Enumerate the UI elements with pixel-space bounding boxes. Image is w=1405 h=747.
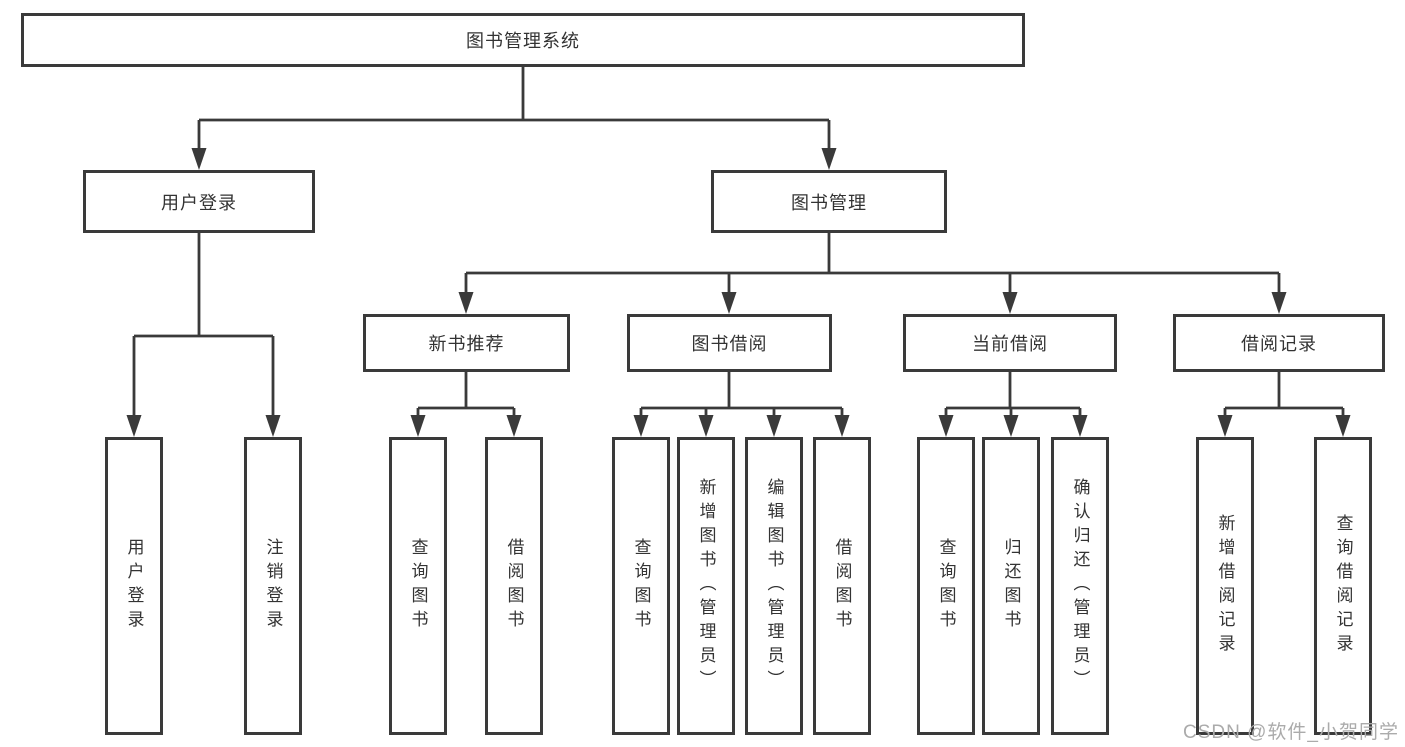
node-new-book-recommendation: 新书推荐: [363, 314, 570, 372]
leaf-search-books: 查询图书: [612, 437, 670, 735]
node-borrowing-records: 借阅记录: [1173, 314, 1385, 372]
leaf-user-login: 用户登录: [105, 437, 163, 735]
node-label: 借阅记录: [1241, 334, 1317, 354]
node-user-login: 用户登录: [83, 170, 315, 233]
leaf-label: 借阅图书: [504, 538, 524, 634]
node-library-management-system: 图书管理系统: [21, 13, 1025, 67]
node-current-borrowing: 当前借阅: [903, 314, 1117, 372]
node-book-management: 图书管理: [711, 170, 947, 233]
node-label: 图书管理系统: [466, 31, 580, 51]
node-label: 当前借阅: [972, 334, 1048, 354]
leaf-borrow-books: 借阅图书: [485, 437, 543, 735]
leaf-label: 查询借阅记录: [1333, 514, 1353, 658]
leaf-label: 查询图书: [408, 538, 428, 634]
leaf-search-borrow-record: 查询借阅记录: [1314, 437, 1372, 735]
node-label: 用户登录: [161, 192, 237, 213]
leaf-label: 编辑图书（管理员）: [764, 478, 784, 694]
leaf-label: 新增借阅记录: [1215, 514, 1235, 658]
watermark: CSDN @软件_小贺同学: [1183, 722, 1399, 743]
node-label: 图书借阅: [691, 334, 768, 354]
leaf-search-books: 查询图书: [389, 437, 447, 735]
leaf-label: 查询图书: [631, 538, 651, 634]
leaf-label: 归还图书: [1001, 538, 1021, 634]
leaf-label: 查询图书: [936, 538, 956, 634]
leaf-search-books: 查询图书: [917, 437, 975, 735]
node-book-borrowing: 图书借阅: [627, 314, 832, 372]
leaf-add-books-admin: 新增图书（管理员）: [677, 437, 735, 735]
leaf-add-borrow-record: 新增借阅记录: [1196, 437, 1254, 735]
leaf-label: 用户登录: [124, 538, 144, 634]
leaf-label: 确认归还（管理员）: [1070, 478, 1090, 694]
leaf-label: 新增图书（管理员）: [696, 478, 716, 694]
leaf-label: 注销登录: [263, 538, 283, 634]
leaf-confirm-return-admin: 确认归还（管理员）: [1051, 437, 1109, 735]
node-label: 图书管理: [791, 192, 867, 213]
leaf-edit-books-admin: 编辑图书（管理员）: [745, 437, 803, 735]
leaf-logout: 注销登录: [244, 437, 302, 735]
node-label: 新书推荐: [428, 334, 505, 354]
leaf-label: 借阅图书: [832, 538, 852, 634]
leaf-return-books: 归还图书: [982, 437, 1040, 735]
leaf-borrow-books: 借阅图书: [813, 437, 871, 735]
